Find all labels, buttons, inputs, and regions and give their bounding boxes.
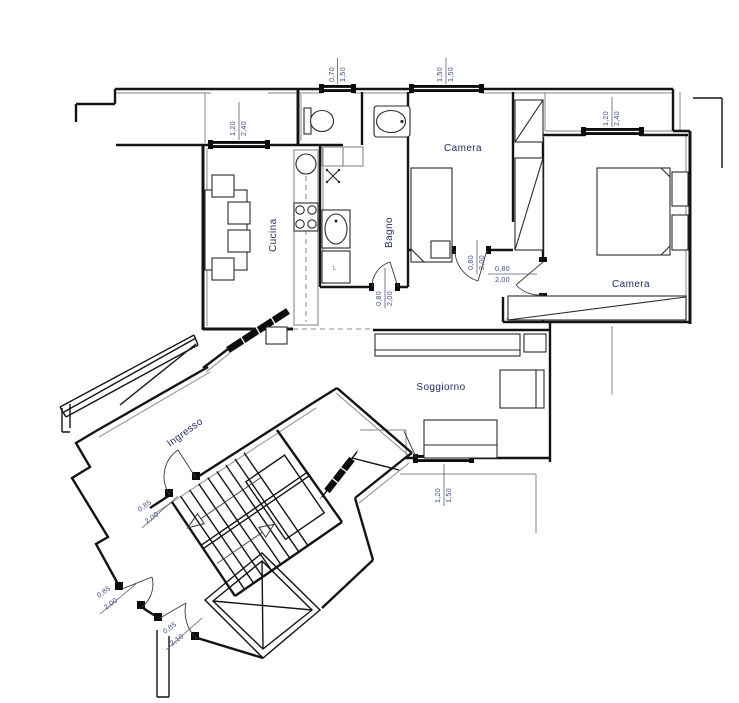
window-dim-terrace-height: 2,40 bbox=[239, 121, 248, 136]
living-room-furniture bbox=[374, 333, 547, 459]
kitchen-counter bbox=[293, 149, 319, 326]
pillow bbox=[671, 171, 689, 207]
door-dim-camera-right-width: 0,80 bbox=[495, 264, 510, 273]
entrance-hatch-bands bbox=[226, 308, 355, 494]
door-dim-bagno-height: 2,00 bbox=[385, 291, 394, 306]
door-dim-camera-top-width: 0,80 bbox=[466, 255, 475, 270]
armchair bbox=[499, 369, 545, 409]
room-label-ingresso: Ingresso bbox=[165, 416, 205, 449]
dimension-leaders bbox=[99, 58, 613, 651]
windows bbox=[208, 84, 644, 463]
staircase bbox=[180, 452, 326, 589]
chair bbox=[211, 174, 235, 198]
room-label-camera-top: Camera bbox=[444, 143, 482, 154]
bedroom-right-furniture bbox=[507, 167, 689, 321]
room-label-soggiorno: Soggiorno bbox=[416, 382, 465, 393]
elevator-shaft bbox=[203, 552, 322, 659]
window-dim-camera-right-width: 1,20 bbox=[601, 111, 610, 126]
pillow bbox=[671, 214, 689, 251]
door-dim-camera-right-height: 2,00 bbox=[495, 275, 510, 284]
door-dim-lobby-height: 2,00 bbox=[102, 596, 119, 612]
door-dim-lobby-width: 0,85 bbox=[95, 584, 112, 600]
washing-machine-label: L bbox=[333, 266, 337, 272]
kitchen-furniture bbox=[204, 149, 319, 326]
window-dim-soggiorno-height: 1,50 bbox=[444, 488, 453, 503]
room-label-bagno: Bagno bbox=[384, 217, 395, 248]
window-dim-bagno-height: 1,50 bbox=[338, 67, 347, 82]
bathroom-fixtures: L bbox=[303, 105, 411, 284]
room-label-camera-right: Camera bbox=[612, 279, 650, 290]
chair bbox=[227, 201, 251, 225]
walls bbox=[59, 87, 723, 698]
bedroom-top-furniture bbox=[410, 99, 544, 263]
window-dim-camera-top-width: 1,50 bbox=[435, 67, 444, 82]
window-dim-soggiorno-width: 1,20 bbox=[433, 488, 442, 503]
washing-machine bbox=[321, 250, 351, 284]
door-dim-bagno-width: 0,80 bbox=[374, 291, 383, 306]
boiler-symbol bbox=[326, 169, 340, 183]
window-dim-camera-right-height: 2,40 bbox=[612, 111, 621, 126]
chair bbox=[227, 229, 251, 253]
sofa bbox=[423, 419, 498, 459]
window-dim-bagno-width: 0,70 bbox=[327, 67, 336, 82]
window-dim-camera-top-height: 1,50 bbox=[446, 67, 455, 82]
window-dim-terrace-width: 1,20 bbox=[228, 121, 237, 136]
door-dim-camera-top-height: 2,00 bbox=[477, 255, 486, 270]
sideboard bbox=[374, 333, 521, 357]
chair bbox=[211, 257, 235, 281]
wc-toilet bbox=[309, 109, 335, 133]
door-dim-lower-width: 0,85 bbox=[161, 620, 178, 636]
pillow bbox=[430, 240, 451, 259]
double-bed bbox=[596, 167, 671, 256]
kitchen-sink bbox=[295, 153, 317, 175]
door-dim-ingresso-width: 0,85 bbox=[136, 498, 153, 514]
door-dim-lower-height: 2,10 bbox=[168, 632, 185, 648]
room-label-cucina: Cucina bbox=[268, 218, 279, 252]
